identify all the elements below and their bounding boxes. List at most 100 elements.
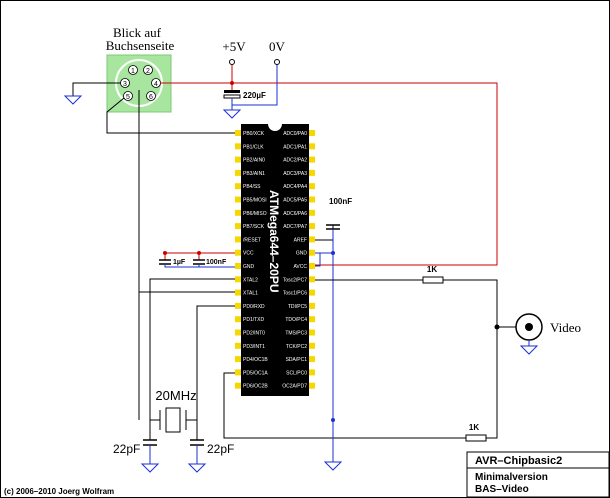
chip-right-pin-label: Tosc1/PC6 [283,291,307,297]
aref-wire [315,225,334,241]
chip-left-pin-label: PD3/INT1 [243,344,265,350]
chip-left-pin-15 [235,316,241,323]
chip-left-pin-label: /RESET [243,237,261,243]
chip-right-pin-26 [309,316,315,323]
chip-left-pin-12 [235,276,241,283]
chip-right-pin-30 [309,263,315,269]
copyright-text: (c) 2006–2010 Joerg Wolfram [4,487,114,496]
connector-pin-5 [123,91,133,101]
video-signal-wire [443,279,498,439]
chip-left-pin-17 [235,342,241,349]
resistor-1k-top-label: 1K [427,265,437,274]
chip-right-pin-label: ADC0/PA0 [283,131,307,137]
vcc-cap-junction [197,251,201,255]
capacitor-100nf-left [193,259,205,265]
chip-left-pin-label: PB7/SCK [243,224,265,230]
chip-left-pin-5 [235,183,241,190]
vcc-terminal [229,59,235,65]
chip-right-pin-label: TMS/PC3 [285,331,307,337]
chip-body [241,124,309,396]
chip-left-pin-label: PB5/MOSI [243,198,267,204]
chip-right-pin-35 [309,196,315,203]
chip-right-pin-29 [309,276,315,283]
title-block [466,451,610,498]
chip-left-pin-label: PB6/MISO [243,211,267,217]
video-label: Video [550,320,581,335]
title-block-line3: BAS–Video [475,484,529,495]
crystal [159,407,187,433]
ground-symbol-right [323,461,343,471]
chip-left-pin-3 [235,156,241,163]
capacitor-22pf-right [190,439,204,446]
chip-right-pin-25 [309,329,315,336]
avcc-link-wire [315,253,321,267]
connector-pin-5-label: 5 [126,94,130,101]
chip-right-pins: ADC0/PA0ADC1/PA1ADC2/PA2ADC3/PA3ADC4/PA4… [282,130,315,390]
chip-left-pin-label: VCC [243,251,254,257]
chip-left-pin-1 [235,130,241,136]
connector-pin-6 [146,91,156,101]
chip-right-pin-label: ADC2/PA2 [283,158,307,164]
chip-left-pin-label: PD5/OC1A [243,370,268,376]
gnd-right-junction [331,251,335,255]
chip-left-pin-6 [235,196,241,203]
ground-symbol-video [519,345,539,355]
connector-pin-1 [128,65,138,75]
chip-right-pin-23 [309,356,315,363]
chip-right-pin-24 [309,342,315,349]
chip-right-pin-21 [309,382,315,389]
chip-left-pin-label: PB0/XCK [243,131,265,137]
chip-left-pin-8 [235,223,241,230]
chip-right-pin-33 [309,223,315,230]
chip-left-pin-14 [235,302,241,309]
vcc-junction [230,81,234,85]
chip-right-pin-label: GND [296,251,308,257]
connector-title-line1: Blick auf [113,25,162,40]
title-block-line2: Minimalversion [475,472,548,483]
capacitor-1uf [159,259,171,265]
chip-left-pin-9 [235,236,241,243]
connector-pin-4-label: 4 [154,81,158,88]
chip-left-pin-label: PB4/SS [243,184,261,190]
chip-right-pin-label: TCK/PC2 [286,344,307,350]
gnd-terminal-wire [232,65,278,106]
chip-name: ATMega644–20PU [267,190,281,293]
connector-pin-2-label: 2 [146,68,150,75]
crystal-label: 20MHz [155,388,196,403]
resistor-1k-bottom-label: 1K [469,423,479,432]
chip-left-pin-label: PB1/CLK [243,144,264,150]
chip-right-pin-label: TDI/PC5 [288,304,307,310]
chip-right-pin-38 [309,156,315,163]
capacitor-22pf-left-label: 22pF [113,442,140,456]
capacitor-22pf-right-label: 22pF [207,442,234,456]
capacitor-100nf-aref-label: 100nF [329,197,352,206]
chip-right-pin-label: SDA/PC1 [286,357,308,363]
connector-pins: 1 2 3 4 5 6 [120,65,161,101]
chip-left-pin-19 [235,369,241,376]
chip-right-pin-39 [309,143,315,150]
chip-left-pin-label: PD0/RXD [243,304,265,310]
chip-left-pin-7 [235,209,241,216]
connector-pin-3-label: 3 [123,81,127,88]
chip-right-pin-label: OC2A/PD7 [282,384,307,390]
chip-left-pin-20 [235,382,241,389]
connector-title-line2: Buchsenseite [106,38,175,53]
capacitor-1uf-label: 1µF [173,259,186,266]
chip-left-pin-label: PD2/INT0 [243,331,265,337]
chip-left-pin-label: PD1/TXD [243,317,265,323]
vcc-label: +5V [222,39,246,54]
gnd-terminal [274,59,280,65]
connector-pin-1-label: 1 [131,68,135,75]
chip-right-pin-label: AVCC [293,264,307,270]
chip-left-pin-4 [235,169,241,176]
chip-left-pin-label: GND [243,264,255,270]
xtal1-wire [186,305,235,421]
ground-symbol-c22-right [187,463,207,473]
chip-right-pin-36 [309,183,315,190]
xtal2-wire [149,278,235,421]
chip-right-pin-label: ADC7/PA7 [283,224,307,230]
chip-right-pin-label: AREF [294,237,307,243]
capacitor-220uf [223,90,241,99]
chip-right-pin-label: ADC6/PA6 [283,211,307,217]
